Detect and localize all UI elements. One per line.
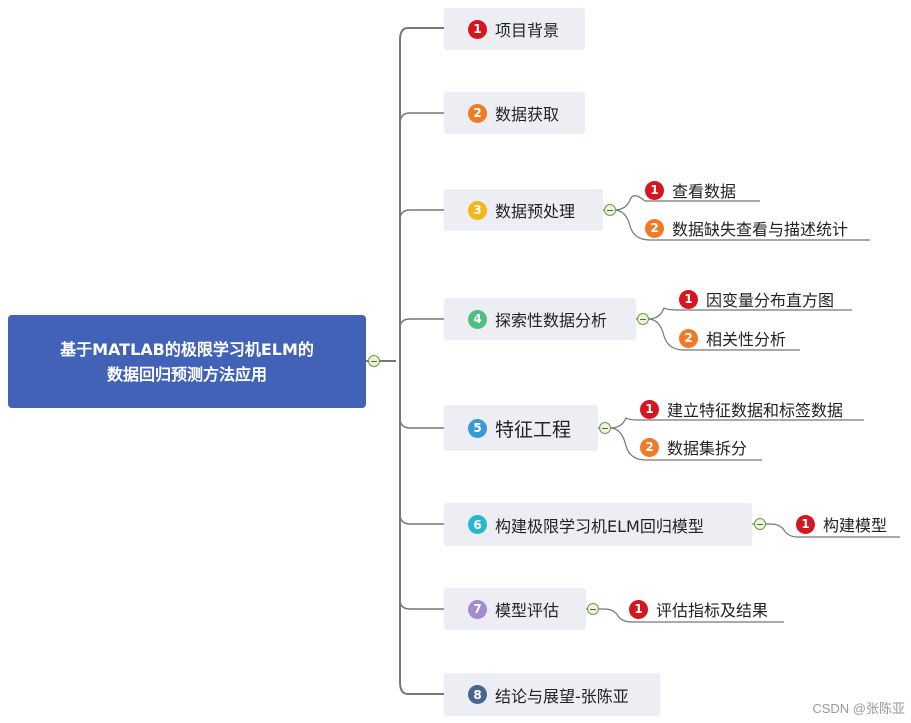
branch-data-preprocessing[interactable]: 3 数据预处理 [444,189,603,231]
connector-b4 [399,318,444,329]
connector-b5 [399,417,444,429]
branch-model-evaluation[interactable]: 7 模型评估 [444,588,586,630]
number-badge-icon: 4 [468,309,487,329]
number-badge-icon: 1 [468,19,487,39]
number-badge-icon: 1 [629,599,648,619]
number-badge-icon: 1 [645,180,664,200]
connector-b5-c1 [598,417,864,429]
connector-b7 [399,599,444,610]
leaf-target-histogram[interactable]: 1 因变量分布直方图 [679,287,834,311]
leaf-view-data[interactable]: 1 查看数据 [645,178,736,202]
collapse-toggle-b3[interactable] [604,204,616,216]
connector-b7-c1 [586,608,784,623]
collapse-toggle-b5[interactable] [599,422,611,434]
number-badge-icon: 1 [679,289,698,309]
number-badge-icon: 8 [468,685,487,704]
branch-label: 探索性数据分析 [495,311,608,330]
connector-b3-c2 [613,209,870,241]
leaf-label: 建立特征数据和标签数据 [667,401,844,420]
root-title-line2: 数据回归预测方法应用 [106,364,267,384]
leaf-label: 查看数据 [672,182,737,201]
branch-label: 模型评估 [495,601,560,620]
connector-b6 [399,513,444,525]
branch-data-acquisition[interactable]: 2 数据获取 [444,92,585,134]
number-badge-icon: 1 [796,514,815,534]
number-badge-icon: 1 [640,399,659,419]
branch-feature-engineering[interactable]: 5 特征工程 [444,405,598,451]
leaf-label: 评估指标及结果 [656,601,769,620]
branch-conclusion[interactable]: 8 结论与展望-张陈亚 [444,673,660,716]
branch-build-elm-model[interactable]: 6 构建极限学习机ELM回归模型 [444,503,752,546]
leaf-label: 因变量分布直方图 [706,291,835,310]
branch-eda[interactable]: 4 探索性数据分析 [444,298,636,340]
branch-label: 特征工程 [495,418,572,441]
connector-b1 [399,27,409,41]
number-badge-icon: 5 [468,418,487,438]
collapse-toggle-root[interactable] [368,355,380,367]
leaf-dataset-split[interactable]: 2 数据集拆分 [640,435,747,459]
number-badge-icon: 7 [468,599,487,619]
connector-b4-c2 [647,318,800,351]
root-title-line1: 基于MATLAB的极限学习机ELM的 [60,339,314,359]
collapse-toggle-b4[interactable] [637,313,649,325]
branch-label: 项目背景 [495,21,560,40]
leaf-build-model[interactable]: 1 构建模型 [796,512,887,536]
leaf-label: 数据缺失查看与描述统计 [672,220,849,239]
connector-b2 [399,112,444,125]
root-topic[interactable]: 基于MATLAB的极限学习机ELM的 数据回归预测方法应用 [8,315,366,408]
leaf-correlation[interactable]: 2 相关性分析 [679,326,786,350]
leaf-missing-and-stats[interactable]: 2 数据缺失查看与描述统计 [645,216,848,240]
connector-b3-c1 [603,195,760,211]
branch-label: 数据预处理 [495,202,576,221]
leaf-label: 相关性分析 [706,330,787,349]
connector-b5-c2 [609,427,762,461]
collapse-toggle-b7[interactable] [587,603,599,615]
number-badge-icon: 2 [645,218,664,238]
branch-label: 数据获取 [495,105,560,124]
connector-b6-c1 [752,523,900,538]
number-badge-icon: 3 [468,200,487,220]
leaf-metrics-results[interactable]: 1 评估指标及结果 [629,597,768,621]
number-badge-icon: 6 [468,515,487,534]
number-badge-icon: 2 [468,103,487,123]
number-badge-icon: 2 [640,437,659,457]
collapse-toggle-b6[interactable] [754,518,766,530]
leaf-label: 数据集拆分 [667,439,748,458]
number-badge-icon: 2 [679,328,698,348]
branch-project-background[interactable]: 1 项目背景 [444,8,585,50]
connector-b4-c1 [636,307,852,320]
connector-b8 [399,681,409,695]
leaf-label: 构建模型 [823,516,888,535]
watermark: CSDN @张陈亚 [812,701,905,716]
branch-label: 结论与展望-张陈亚 [495,686,629,706]
branch-label: 构建极限学习机ELM回归模型 [495,516,704,536]
connector-b3 [399,209,444,221]
leaf-build-features-labels[interactable]: 1 建立特征数据和标签数据 [640,397,843,421]
